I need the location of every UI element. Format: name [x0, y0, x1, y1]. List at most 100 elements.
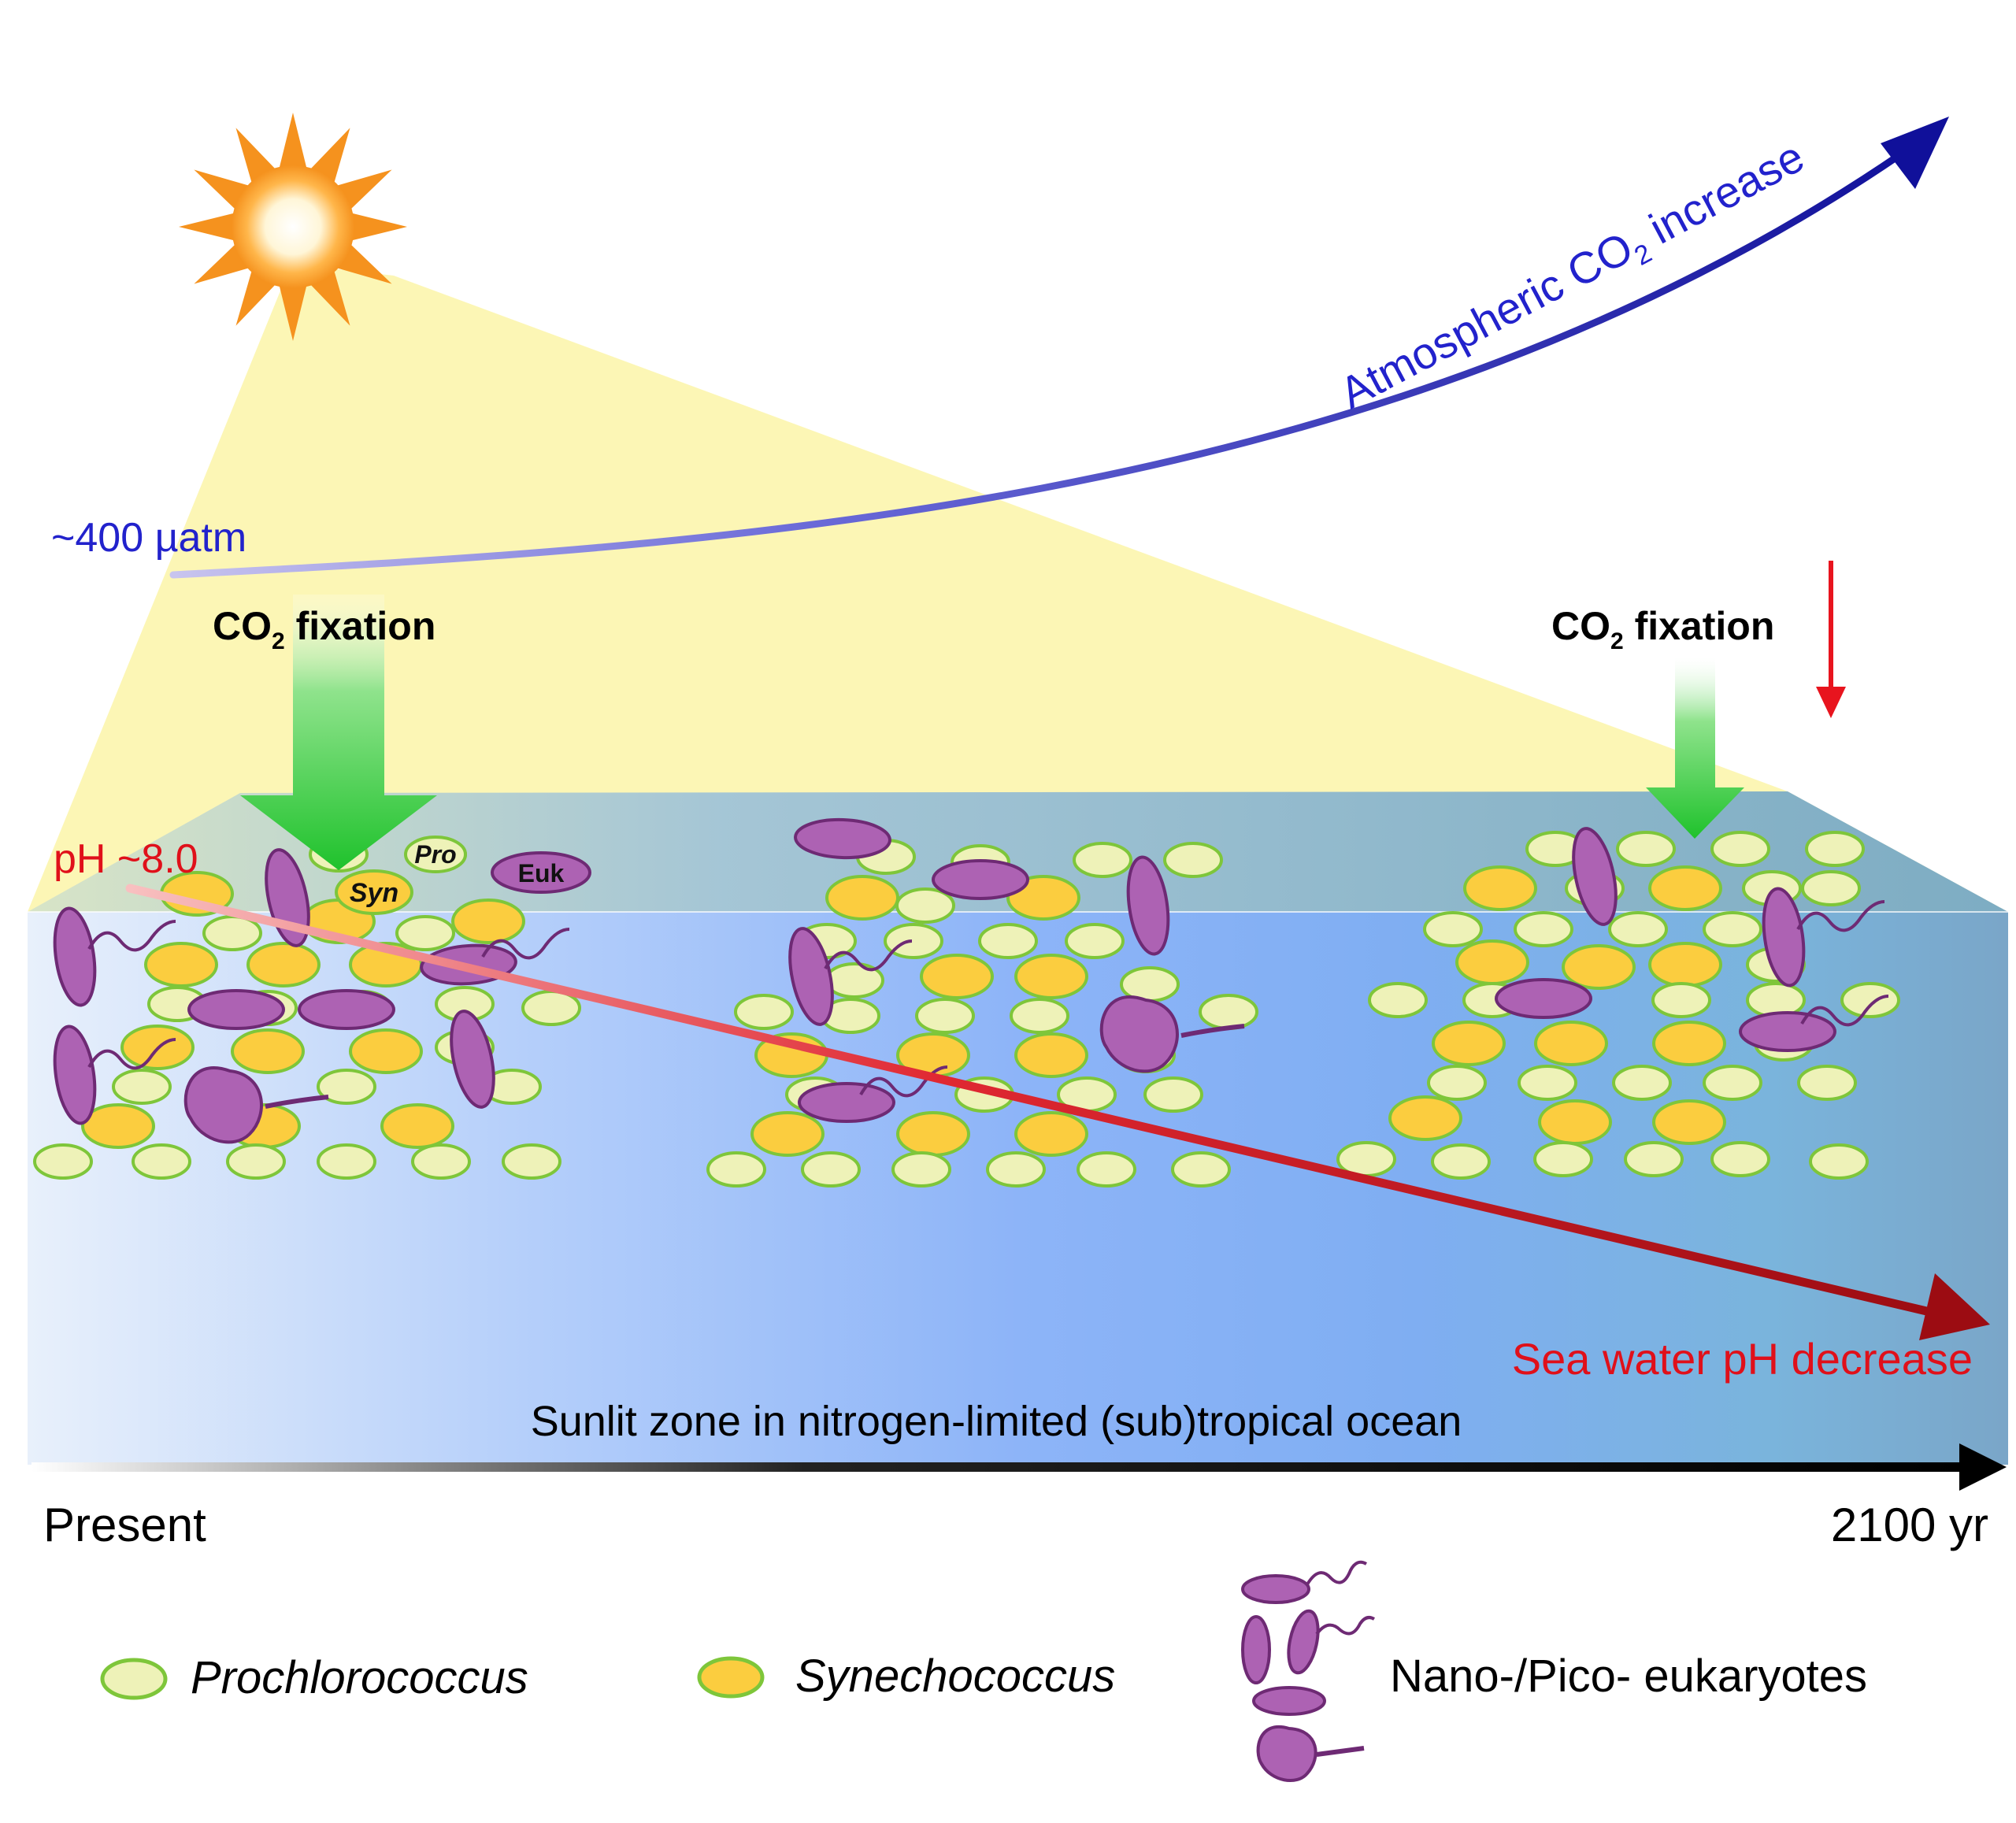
- prochlorococcus-cell: [33, 1143, 93, 1180]
- prochlorococcus-cell: [734, 994, 794, 1030]
- eukaryote-body: [53, 906, 97, 1007]
- synechococcus-cell: [1652, 1099, 1726, 1145]
- eukaryote-body: [1126, 855, 1170, 956]
- prochlorococcus-cell: [1533, 1141, 1593, 1177]
- flagellum: [824, 939, 913, 972]
- synechococcus-cell: [1388, 1095, 1462, 1141]
- sun-icon: [179, 113, 407, 341]
- prochlorococcus-cell: [1710, 1141, 1770, 1177]
- co2-increase-arrow: [169, 150, 1906, 579]
- prochlorococcus-cell: [502, 1143, 561, 1180]
- prochlorococcus-cell: [1423, 911, 1483, 947]
- legend-euk-flagellum: [1306, 1560, 1368, 1586]
- eukaryote-cell: [450, 1010, 495, 1109]
- eukaryote-body: [798, 1082, 895, 1123]
- synechococcus-cell: [1463, 865, 1537, 911]
- decrease-indicator-arrow: [1816, 561, 1846, 718]
- eukaryote-body: [932, 859, 1029, 900]
- eukaryote-cell: [1762, 887, 1885, 987]
- prochlorococcus-cell: [1809, 1143, 1869, 1180]
- synechococcus-cell: [81, 1103, 155, 1149]
- prochlorococcus-cell: [317, 1143, 376, 1180]
- prochlorococcus-cell: [1514, 911, 1573, 947]
- prochlorococcus-cell: [1624, 1141, 1684, 1177]
- synechococcus-cell: [1648, 942, 1722, 987]
- prochlorococcus-cell: [1163, 842, 1223, 878]
- sunlight-cone: [28, 264, 2008, 912]
- syn-cell-label: Syn: [350, 878, 398, 908]
- ph-decrease-label: Sea water pH decrease: [1512, 1334, 1973, 1384]
- synechococcus-cell: [1652, 1021, 1726, 1066]
- legend-eukaryote-swatches: [1241, 1560, 1376, 1782]
- timeline-arrow-head: [1959, 1443, 2007, 1491]
- prochlorococcus-cell: [1518, 1065, 1577, 1101]
- synechococcus-cell: [1648, 865, 1722, 911]
- prochlorococcus-cell: [202, 915, 262, 951]
- legend-euk-oval: [1252, 1686, 1326, 1716]
- prochlorococcus-cell: [1805, 831, 1865, 867]
- eukaryote-body: [1762, 887, 1806, 987]
- prochlorococcus-cell: [915, 998, 975, 1034]
- prochlorococcus-cell: [1427, 1065, 1487, 1101]
- eukaryote-cell: [788, 927, 913, 1026]
- co2-start-label: ~400 µatm: [51, 515, 246, 561]
- synechococcus-cell: [1455, 939, 1529, 985]
- eukaryote-body: [187, 989, 285, 1030]
- flagellum: [1796, 900, 1885, 932]
- flagellum: [265, 1095, 329, 1109]
- synechococcus-cell: [380, 1103, 454, 1149]
- prochlorococcus-cell: [1143, 1076, 1203, 1113]
- prochlorococcus-cell: [978, 923, 1038, 959]
- co2-fixation-arrow-right: [1646, 658, 1744, 839]
- timeline-bar: [32, 1462, 1965, 1472]
- pro-labeled-cell: [404, 836, 467, 873]
- synechococcus-cell: [1014, 1111, 1088, 1157]
- prochlorococcus-cell: [1703, 911, 1762, 947]
- prochlorococcus-cell: [132, 1143, 191, 1180]
- eukaryote-cell: [794, 817, 891, 860]
- eukaryote-body: [1099, 995, 1179, 1073]
- legend: Prochlorococcus Synechococcus Nano-/Pico…: [100, 1560, 1867, 1782]
- prochlorococcus-cell: [1703, 1065, 1762, 1101]
- eukaryote-cell: [53, 1025, 176, 1125]
- ph-decrease-arrow: [125, 884, 1938, 1317]
- prochlorococcus-cell: [1431, 1143, 1491, 1180]
- flagellum: [87, 920, 176, 952]
- eukaryote-cell: [798, 1065, 948, 1123]
- legend-euk-oval: [1241, 1574, 1310, 1604]
- prochlorococcus-cell: [1612, 1065, 1672, 1101]
- eukaryote-cell: [932, 859, 1029, 900]
- synechococcus-cell: [349, 1028, 423, 1074]
- eukaryote-body: [788, 927, 834, 1026]
- synechococcus-cell: [1014, 954, 1088, 999]
- co2-fixation-arrow-left: [240, 595, 437, 870]
- euk-labeled-cell: [491, 851, 591, 894]
- synechococcus-cell: [825, 875, 899, 921]
- ph-start-label: pH ~8.0: [54, 836, 198, 882]
- prochlorococcus-cell: [226, 1143, 286, 1180]
- legend-euk-flagellum: [1315, 1616, 1376, 1636]
- prochlorococcus-cell: [891, 1151, 951, 1188]
- eukaryote-body: [1572, 827, 1618, 926]
- eukaryote-body: [298, 989, 395, 1030]
- prochlorococcus-cell: [112, 1069, 172, 1105]
- prochlorococcus-cell: [1801, 870, 1861, 906]
- flagellum: [481, 928, 570, 960]
- prochlorococcus-cell: [1077, 1151, 1136, 1188]
- prochlorococcus-cell: [411, 1143, 471, 1180]
- eukaryote-body: [794, 817, 891, 860]
- prochlorococcus-cell: [986, 1151, 1046, 1188]
- eukaryote-cell: [53, 906, 176, 1007]
- euk-cell-label: Euk: [518, 859, 565, 887]
- prochlorococcus-cell: [801, 1151, 861, 1188]
- synechococcus-cell: [1538, 1099, 1612, 1145]
- co2-fixation-label-right: CO2 fixation: [1551, 604, 1774, 654]
- eukaryote-cell: [298, 989, 395, 1030]
- eukaryote-body: [450, 1010, 495, 1109]
- timeline-end-label: 2100 yr: [1831, 1499, 1988, 1551]
- synechococcus-cell: [1432, 1021, 1506, 1066]
- prochlorococcus-cell: [1616, 831, 1676, 867]
